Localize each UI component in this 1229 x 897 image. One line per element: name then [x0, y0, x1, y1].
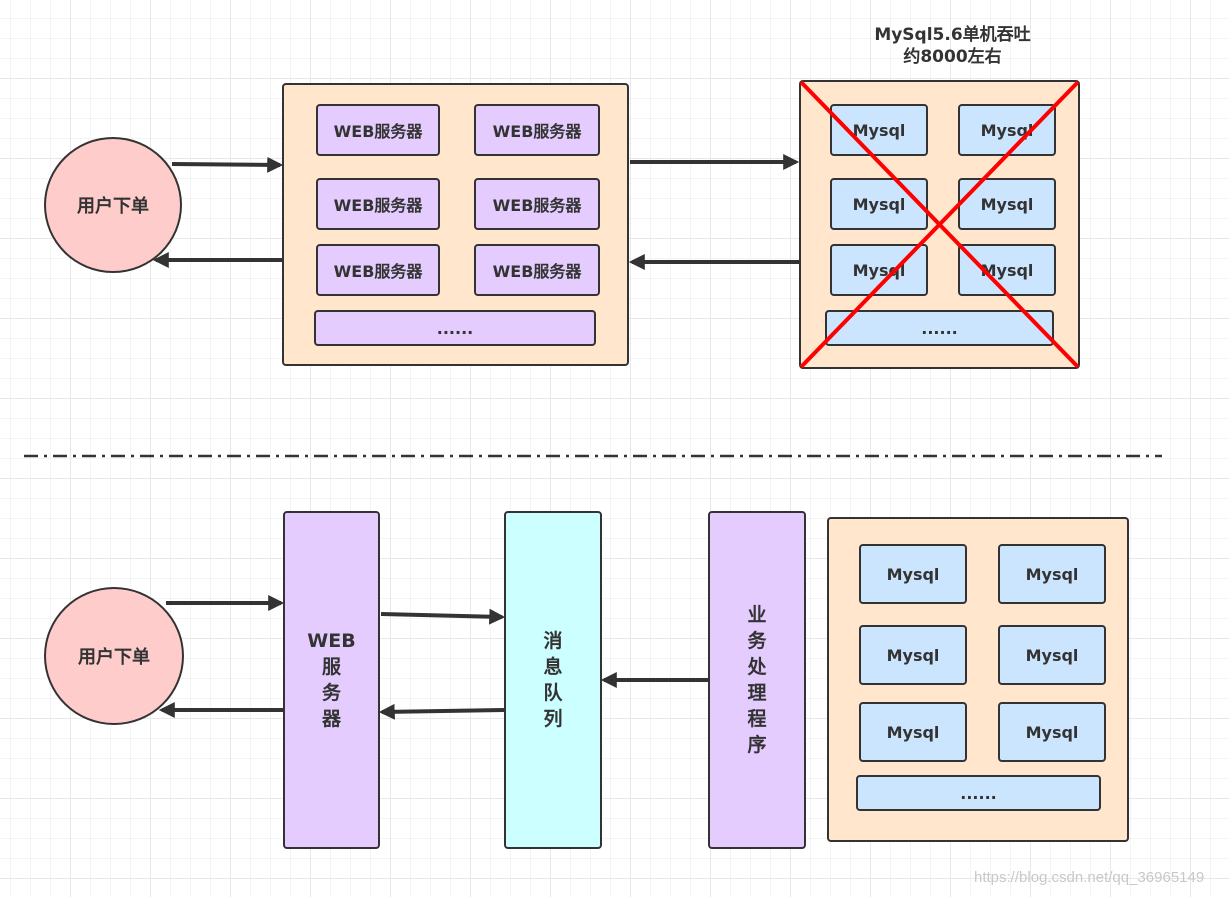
mysql-throughput-note-line1: MySql5.6单机吞吐	[874, 25, 1031, 45]
bottom-web-server-label-2: 务	[321, 682, 341, 704]
bottom-arrow-web-to-queue	[380, 608, 506, 625]
bottom-mysql-node-3: Mysql	[859, 625, 967, 685]
top-web-server-6: WEB服务器	[474, 244, 600, 296]
top-user-order-node: 用户下单	[44, 137, 182, 273]
message-queue-label-0: 消	[543, 630, 563, 652]
business-processor-label-1: 务	[747, 630, 767, 652]
mysql-overload-cross-2	[799, 80, 1080, 369]
bottom-arrow-queue-to-web	[378, 703, 505, 720]
bottom-mysql-node-6: Mysql	[998, 702, 1106, 762]
bottom-web-server-label-1: 服	[321, 656, 341, 678]
top-user-order-label: 用户下单	[77, 196, 149, 217]
business-processor-label-2: 处	[747, 656, 767, 678]
top-web-server-more: ......	[314, 310, 596, 346]
bottom-mysql-node-1: Mysql	[859, 544, 967, 604]
top-mysql-node-2: Mysql	[958, 104, 1056, 156]
top-web-server-5: WEB服务器	[316, 244, 440, 296]
top-web-server-3: WEB服务器	[316, 178, 440, 230]
business-processor-label-4: 程	[747, 708, 767, 730]
bottom-user-order-label: 用户下单	[78, 647, 150, 668]
mysql-throughput-note: MySql5.6单机吞吐 约8000左右	[850, 24, 1055, 68]
message-queue-label-2: 队	[543, 682, 563, 704]
mysql-throughput-note-line2: 约8000左右	[903, 47, 1002, 67]
business-processor-label-5: 序	[747, 734, 767, 756]
business-processor-label-3: 理	[747, 682, 767, 704]
top-mysql-node-3: Mysql	[830, 178, 928, 230]
bottom-web-server-label-0: WEB	[307, 630, 356, 652]
bottom-mysql-node-2: Mysql	[998, 544, 1106, 604]
message-queue-label-3: 列	[543, 708, 563, 730]
top-mysql-node-6: Mysql	[958, 244, 1056, 296]
bottom-mysql-node-4: Mysql	[998, 625, 1106, 685]
bottom-web-server-label-3: 器	[321, 708, 341, 730]
top-web-server-2: WEB服务器	[474, 104, 600, 156]
top-mysql-node-more: ......	[825, 310, 1054, 346]
business-processor-label-0: 业	[747, 604, 767, 626]
business-processor: 业 务 处 理 程 序	[708, 511, 806, 849]
bottom-mysql-node-5: Mysql	[859, 702, 967, 762]
message-queue-label-1: 息	[543, 656, 563, 678]
bottom-mysql-node-more: ......	[856, 775, 1101, 811]
watermark-text: https://blog.csdn.net/qq_36965149	[974, 869, 1205, 886]
top-web-server-4: WEB服务器	[474, 178, 600, 230]
bottom-web-server: WEB 服 务 器	[283, 511, 380, 849]
top-arrow-user-to-web	[171, 156, 284, 173]
top-web-server-1: WEB服务器	[316, 104, 440, 156]
